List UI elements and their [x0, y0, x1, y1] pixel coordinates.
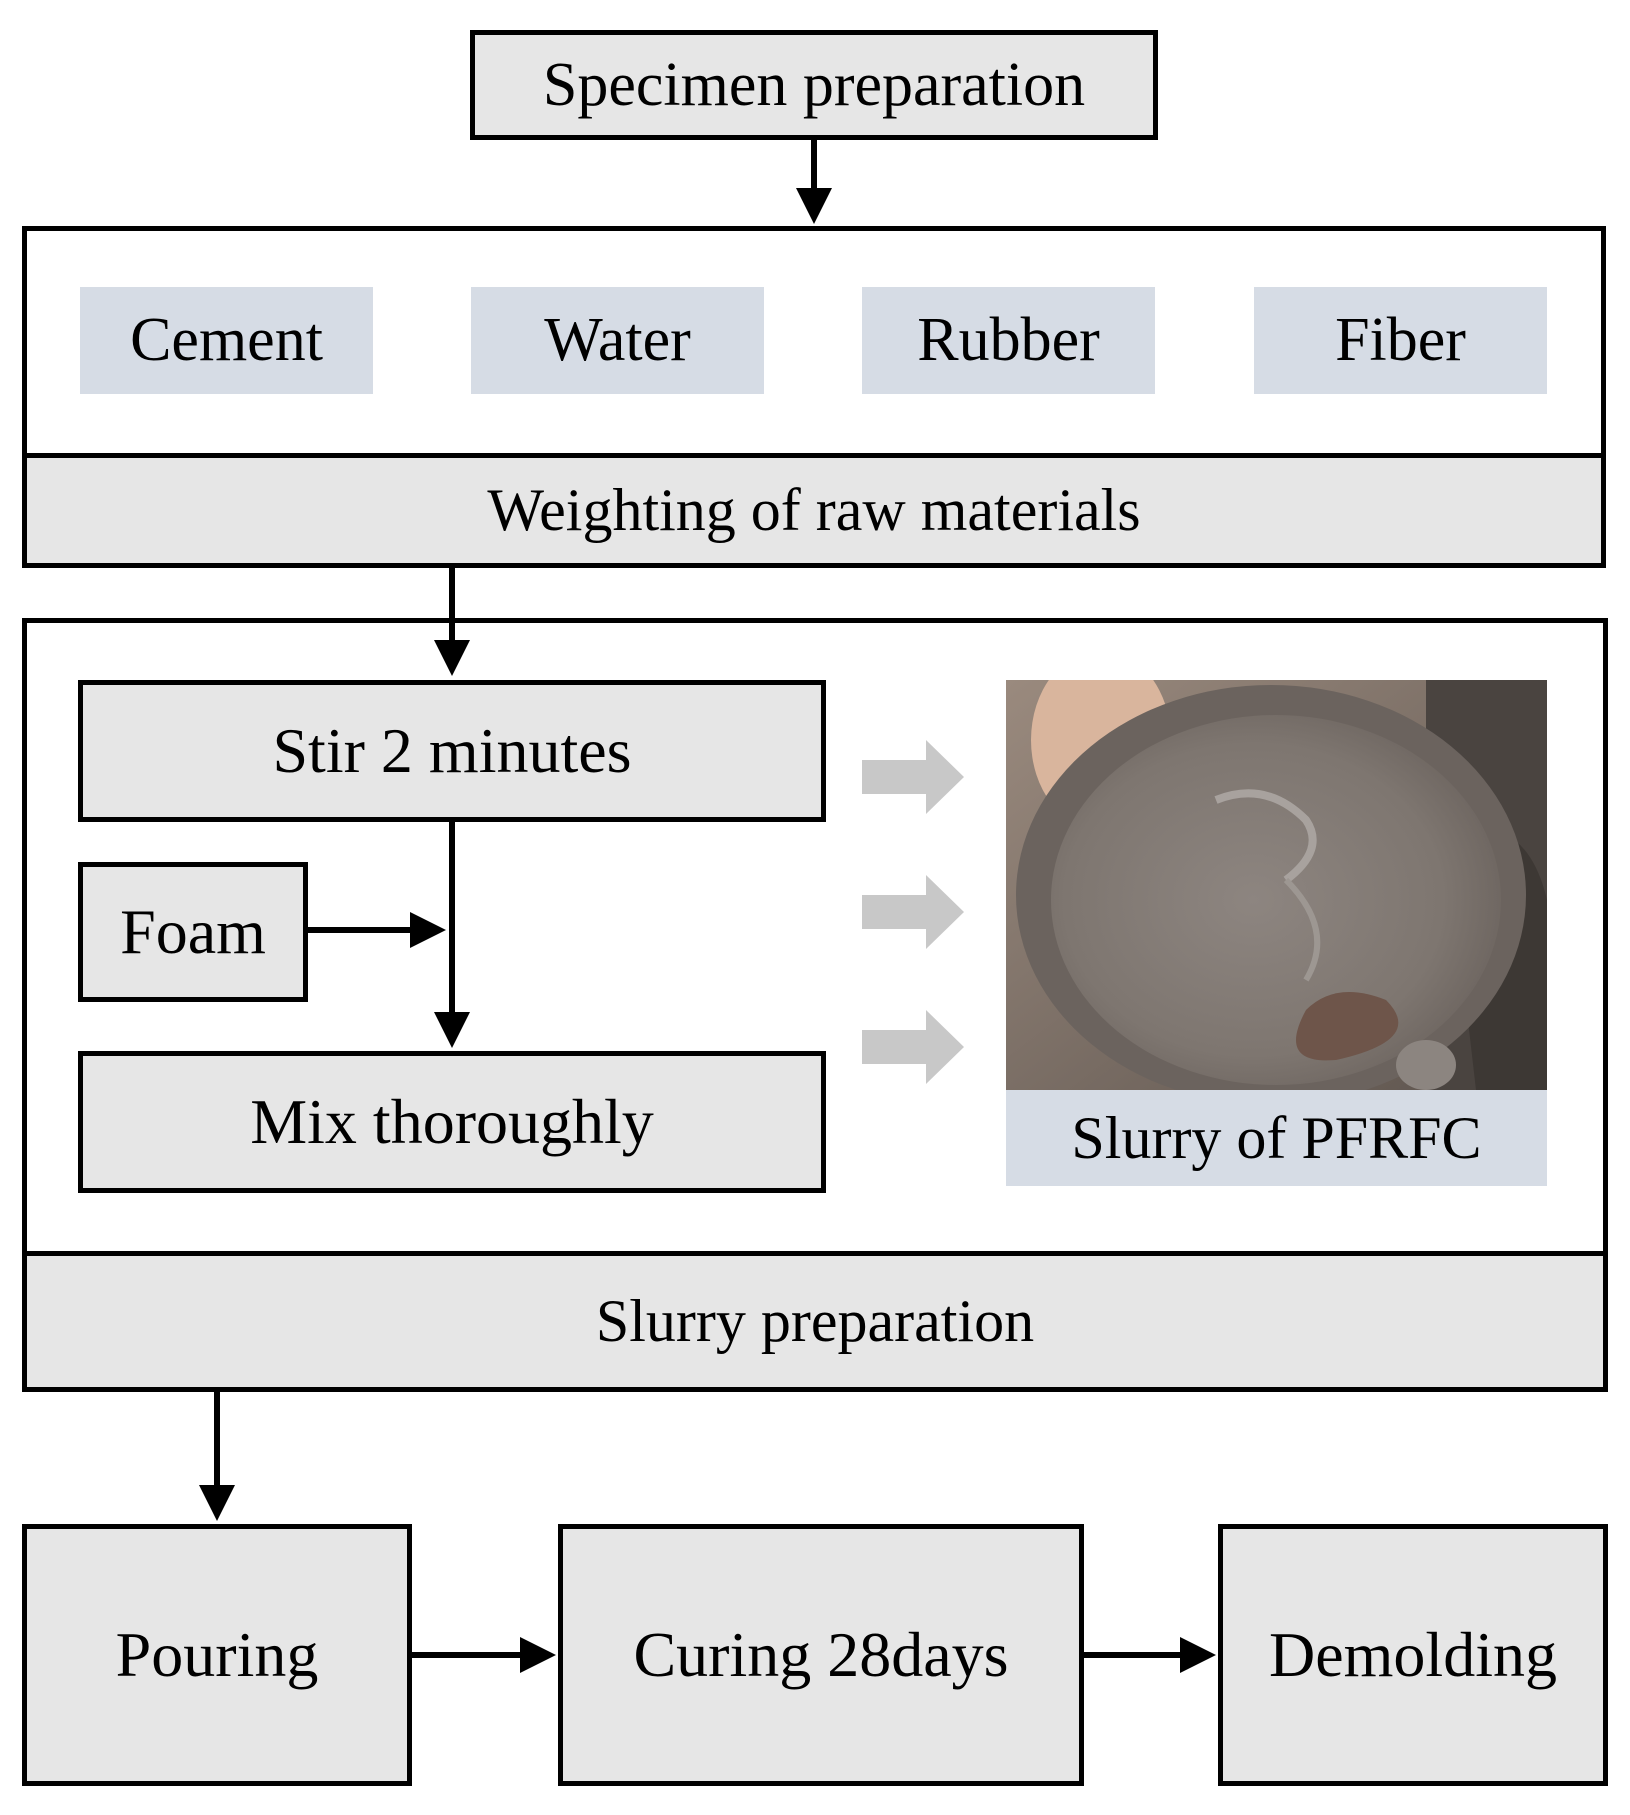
foam-label: Foam [120, 896, 266, 967]
curing-label: Curing 28days [633, 1619, 1009, 1690]
material-cement: Cement [80, 287, 373, 394]
gray-arrow-2 [862, 875, 964, 949]
specimen-preparation-label: Specimen preparation [542, 50, 1086, 119]
material-fiber: Fiber [1254, 287, 1547, 394]
specimen-preparation-box: Specimen preparation [470, 30, 1158, 140]
slurry-preparation-band: Slurry preparation [27, 1251, 1603, 1387]
foam-box: Foam [78, 862, 308, 1002]
mix-box: Mix thoroughly [78, 1051, 826, 1193]
photo-caption: Slurry of PFRFC [1006, 1090, 1547, 1186]
raw-materials-frame: Weighting of raw materials [22, 226, 1606, 568]
stir-label: Stir 2 minutes [272, 715, 632, 786]
material-water: Water [471, 287, 764, 394]
gray-arrows [862, 740, 964, 1084]
demolding-label: Demolding [1269, 1619, 1557, 1690]
gray-arrow-3 [862, 1010, 964, 1084]
stir-box: Stir 2 minutes [78, 680, 826, 822]
slurry-photo [1006, 680, 1547, 1090]
pouring-label: Pouring [115, 1619, 319, 1690]
mix-label: Mix thoroughly [250, 1086, 654, 1157]
gray-arrow-1 [862, 740, 964, 814]
slurry-preparation-label: Slurry preparation [595, 1288, 1035, 1354]
pouring-box: Pouring [22, 1524, 412, 1786]
curing-box: Curing 28days [558, 1524, 1084, 1786]
raw-materials-label: Weighting of raw materials [487, 477, 1141, 543]
demolding-box: Demolding [1218, 1524, 1608, 1786]
raw-materials-band: Weighting of raw materials [27, 453, 1601, 563]
material-rubber: Rubber [862, 287, 1155, 394]
slurry-photo-image [1006, 680, 1547, 1090]
